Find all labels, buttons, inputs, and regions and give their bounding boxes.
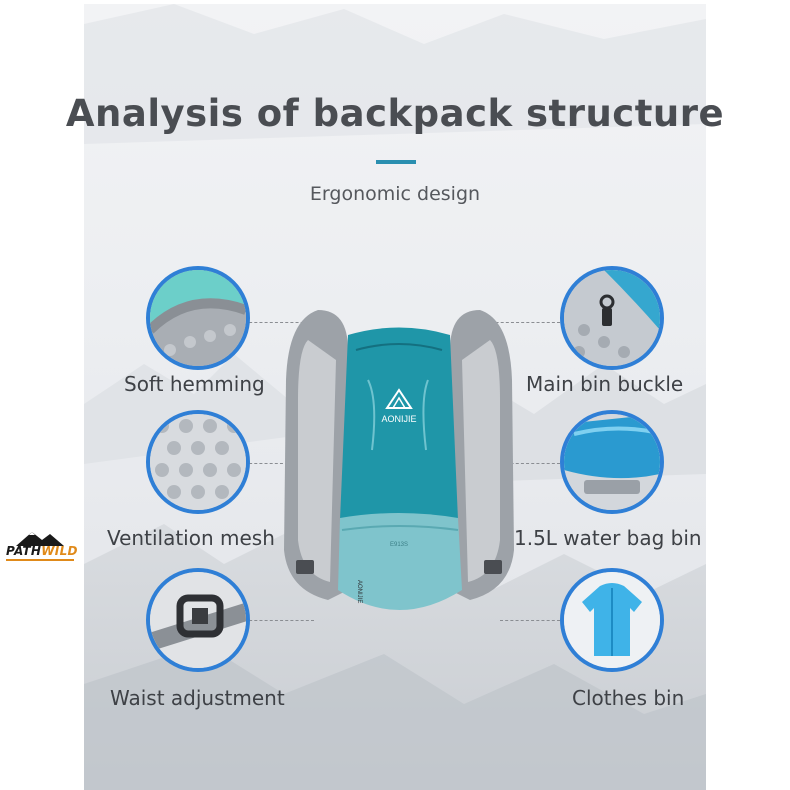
clothes-bin-detail-image <box>560 568 664 672</box>
backpack-vest-image: AONIJIE E913S AONIJIE <box>284 310 514 610</box>
water-bag-bin-detail-image <box>560 410 664 514</box>
page-subtitle: Ergonomic design <box>309 183 481 205</box>
connector-soft-hemming <box>244 322 314 323</box>
left-buckle <box>296 560 314 574</box>
soft-hemming-detail-image <box>146 266 250 370</box>
ventilation-mesh-label: Ventilation mesh <box>107 526 275 550</box>
brand-name: AONIJIE <box>381 414 416 424</box>
waist-adjustment-label: Waist adjustment <box>110 686 285 710</box>
water-bag-bin-label: 1.5L water bag bin <box>514 526 702 550</box>
connector-ventilation-mesh <box>244 463 324 464</box>
soft-hemming-label: Soft hemming <box>124 372 265 396</box>
right-buckle <box>484 560 502 574</box>
side-print: AONIJIE <box>356 580 362 603</box>
pocket-print: E913S <box>390 542 408 548</box>
main-compartment <box>340 327 458 520</box>
main-bin-buckle-detail-image <box>560 266 664 370</box>
connector-main-bin-buckle <box>470 322 560 323</box>
front-stretch-pocket <box>338 513 462 610</box>
waist-adjustment-detail-image <box>146 568 250 672</box>
pathwild-logo: PATHWILD <box>2 528 78 566</box>
mountain-logo-icon <box>16 532 64 546</box>
clothes-bin-label: Clothes bin <box>572 686 685 710</box>
page-title: Analysis of backpack structure <box>65 92 725 135</box>
connector-clothes-bin <box>500 620 560 621</box>
title-accent-bar <box>376 160 416 164</box>
brand-logo-icon <box>385 388 413 409</box>
ventilation-mesh-detail-image <box>146 410 250 514</box>
main-bin-buckle-label: Main bin buckle <box>526 372 684 396</box>
connector-water-bag-bin <box>490 463 560 464</box>
logo-text: PATHWILD <box>6 544 78 558</box>
connector-waist-adjustment <box>244 620 314 621</box>
